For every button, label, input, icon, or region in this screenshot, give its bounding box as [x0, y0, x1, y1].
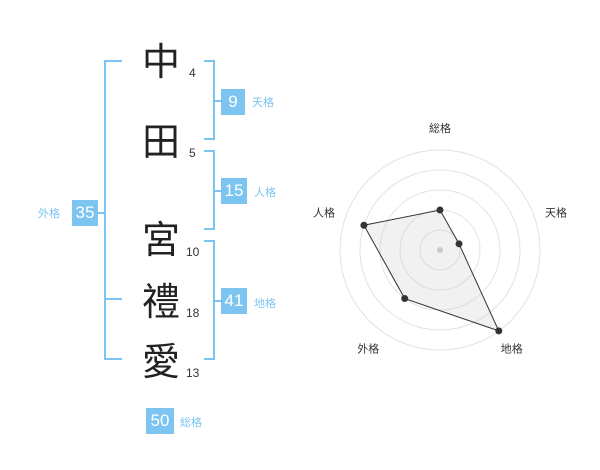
radar-ring-1: [419, 229, 461, 271]
jinkaku-bracket-vertical: [213, 150, 215, 230]
chikaku-connector: [215, 300, 221, 302]
jinkaku-bracket-top: [204, 150, 215, 152]
name-char-3: 宮: [142, 218, 181, 262]
radar-point-1: [436, 206, 444, 214]
chikaku-bracket-top: [204, 240, 215, 242]
jinkaku-label: 人格: [254, 186, 276, 199]
chikaku-bracket-bottom: [204, 358, 215, 360]
radar-data-polygon: [363, 209, 500, 332]
gaikaku-badge: 35: [72, 200, 98, 226]
chikaku-badge: 41: [221, 288, 247, 314]
soukaku-label: 総格: [180, 416, 202, 429]
tenkaku-badge: 9: [221, 89, 245, 115]
radar-ring-5: [339, 149, 541, 351]
name-char-1: 中: [142, 40, 181, 84]
jinkaku-bracket-bottom: [204, 228, 215, 230]
jinkaku-badge: 15: [221, 178, 247, 204]
tenkaku-connector: [215, 100, 221, 102]
soukaku-badge: 50: [146, 408, 174, 434]
gaikaku-bracket-middle: [104, 298, 122, 300]
gaikaku-label: 外格: [38, 207, 60, 220]
radar-axis-label-3: 地格: [501, 342, 523, 356]
radar-point-4: [401, 295, 409, 303]
gaikaku-bracket-bottom: [104, 358, 122, 360]
gaikaku-bracket-vertical: [104, 60, 106, 360]
radar-axis-label-4: 外格: [357, 342, 379, 356]
tenkaku-bracket-top: [204, 60, 215, 62]
radar-center-dot: [437, 247, 443, 253]
gaikaku-connector: [98, 212, 104, 214]
radar-axis-label-5: 人格: [313, 205, 335, 219]
stroke-count-1: 4: [189, 66, 196, 80]
tenkaku-label: 天格: [252, 96, 274, 109]
radar-point-3: [495, 327, 503, 335]
name-char-2: 田: [142, 120, 181, 164]
stroke-count-4: 18: [186, 306, 200, 320]
name-char-4: 禮: [142, 280, 181, 324]
jinkaku-connector: [215, 190, 221, 192]
radar-point-2: [455, 240, 463, 248]
radar-axis-label-1: 総格: [429, 121, 451, 135]
name-char-5: 愛: [142, 340, 181, 384]
tenkaku-bracket-bottom: [204, 138, 215, 140]
radar-point-5: [360, 221, 368, 229]
tenkaku-bracket-vertical: [213, 60, 215, 140]
chikaku-label: 地格: [254, 297, 276, 310]
stroke-count-3: 10: [186, 245, 200, 259]
radar-ring-3: [379, 189, 501, 311]
stroke-count-2: 5: [189, 146, 196, 160]
chikaku-bracket-vertical: [213, 240, 215, 360]
radar-axis-label-2: 天格: [545, 205, 567, 219]
radar-ring-4: [359, 169, 521, 331]
gaikaku-bracket-top: [104, 60, 122, 62]
stroke-count-5: 13: [186, 366, 200, 380]
